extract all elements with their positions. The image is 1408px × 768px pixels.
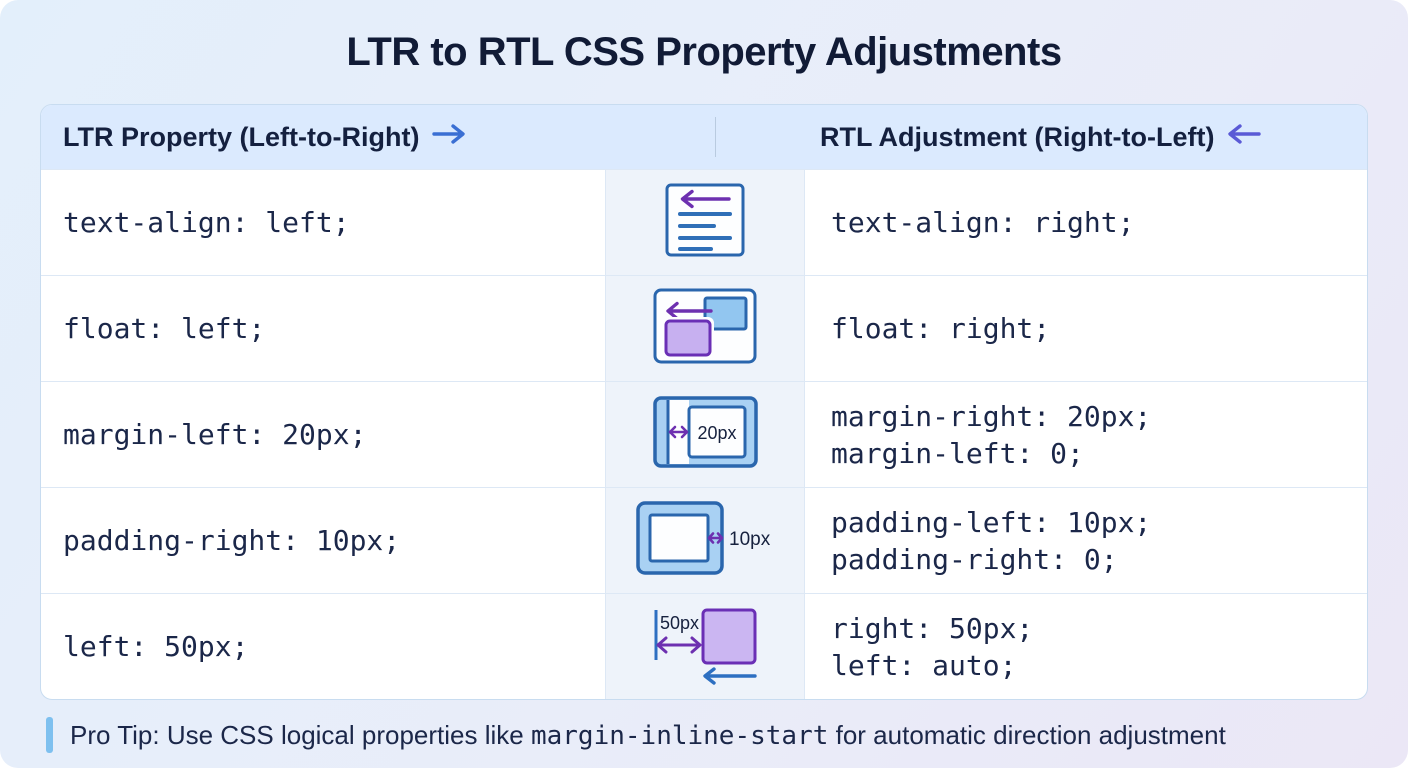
rtl-code-line-2: margin-left: 0; xyxy=(831,436,1084,470)
ltr-code: padding-right: 10px; xyxy=(63,524,401,557)
pro-tip-prefix: Pro Tip: Use CSS logical properties like xyxy=(70,719,531,750)
ltr-code: margin-left: 20px; xyxy=(63,418,367,451)
pro-tip-accent-bar xyxy=(46,717,53,753)
table-header: LTR Property (Left-to-Right) RTL Adjustm… xyxy=(41,105,1367,169)
padding-icon-label: 10px xyxy=(729,529,771,550)
header-cell-rtl: RTL Adjustment (Right-to-Left) xyxy=(716,105,1368,169)
ltr-code-cell: float: left; xyxy=(41,276,605,381)
pro-tip-code: margin-inline-start xyxy=(530,720,829,751)
icon-cell: 10px xyxy=(605,488,805,593)
float-left-icon xyxy=(653,288,757,369)
rtl-code-line-1: float: right; xyxy=(831,312,1051,345)
rtl-code-cell: text-align: right; xyxy=(805,170,1367,275)
header-rtl-label: RTL Adjustment (Right-to-Left) xyxy=(820,121,1215,152)
table-row: left: 50px; 50px right: 50px; left: auto… xyxy=(41,593,1367,699)
pro-tip-suffix: for automatic direction adjustment xyxy=(828,719,1226,750)
rtl-code-line-1: margin-right: 20px; xyxy=(831,399,1152,433)
table-row: text-align: left; text-align: right; xyxy=(41,169,1367,275)
left-position-icon: 50px xyxy=(649,602,761,691)
text-align-left-icon xyxy=(665,183,745,262)
rtl-code-cell: float: right; xyxy=(805,276,1367,381)
pro-tip: Pro Tip: Use CSS logical properties like… xyxy=(46,714,1226,756)
right-arrow-icon xyxy=(431,122,467,153)
position-icon-label: 50px xyxy=(660,613,699,633)
ltr-code: left: 50px; xyxy=(63,630,249,663)
ltr-code: float: left; xyxy=(63,312,266,345)
icon-cell xyxy=(605,170,805,275)
table-row: margin-left: 20px; 20px margin-right: 20… xyxy=(41,381,1367,487)
page-title: LTR to RTL CSS Property Adjustments xyxy=(346,30,1062,74)
padding-right-icon: 10px xyxy=(636,501,774,580)
pro-tip-text: Pro Tip: Use CSS logical properties like… xyxy=(70,720,1226,751)
margin-left-icon: 20px xyxy=(652,396,758,473)
table-row: float: left; float: right; xyxy=(41,275,1367,381)
rtl-code-cell: margin-right: 20px; margin-left: 0; xyxy=(805,382,1367,487)
icon-cell: 20px xyxy=(605,382,805,487)
ltr-code-cell: margin-left: 20px; xyxy=(41,382,605,487)
icon-cell: 50px xyxy=(605,594,805,699)
rtl-code-line-1: padding-left: 10px; xyxy=(831,505,1152,539)
margin-icon-label: 20px xyxy=(697,423,736,443)
table-row: padding-right: 10px; 10px padding-left: … xyxy=(41,487,1367,593)
rtl-code-line-2: left: auto; xyxy=(831,648,1017,682)
rtl-code-line-2: padding-right: 0; xyxy=(831,542,1118,576)
ltr-code: text-align: left; xyxy=(63,206,350,239)
header-divider xyxy=(714,117,716,157)
rtl-code-line-1: text-align: right; xyxy=(831,206,1135,239)
icon-cell xyxy=(605,276,805,381)
ltr-code-cell: left: 50px; xyxy=(41,594,605,699)
rtl-code-line-1: right: 50px; xyxy=(831,611,1034,645)
ltr-code-cell: text-align: left; xyxy=(41,170,605,275)
header-cell-ltr: LTR Property (Left-to-Right) xyxy=(41,105,715,169)
ltr-code-cell: padding-right: 10px; xyxy=(41,488,605,593)
rtl-code-cell: right: 50px; left: auto; xyxy=(805,594,1367,699)
header-ltr-label: LTR Property (Left-to-Right) xyxy=(63,121,420,152)
comparison-table: LTR Property (Left-to-Right) RTL Adjustm… xyxy=(40,104,1368,700)
left-arrow-icon xyxy=(1226,122,1262,153)
rtl-code-cell: padding-left: 10px; padding-right: 0; xyxy=(805,488,1367,593)
